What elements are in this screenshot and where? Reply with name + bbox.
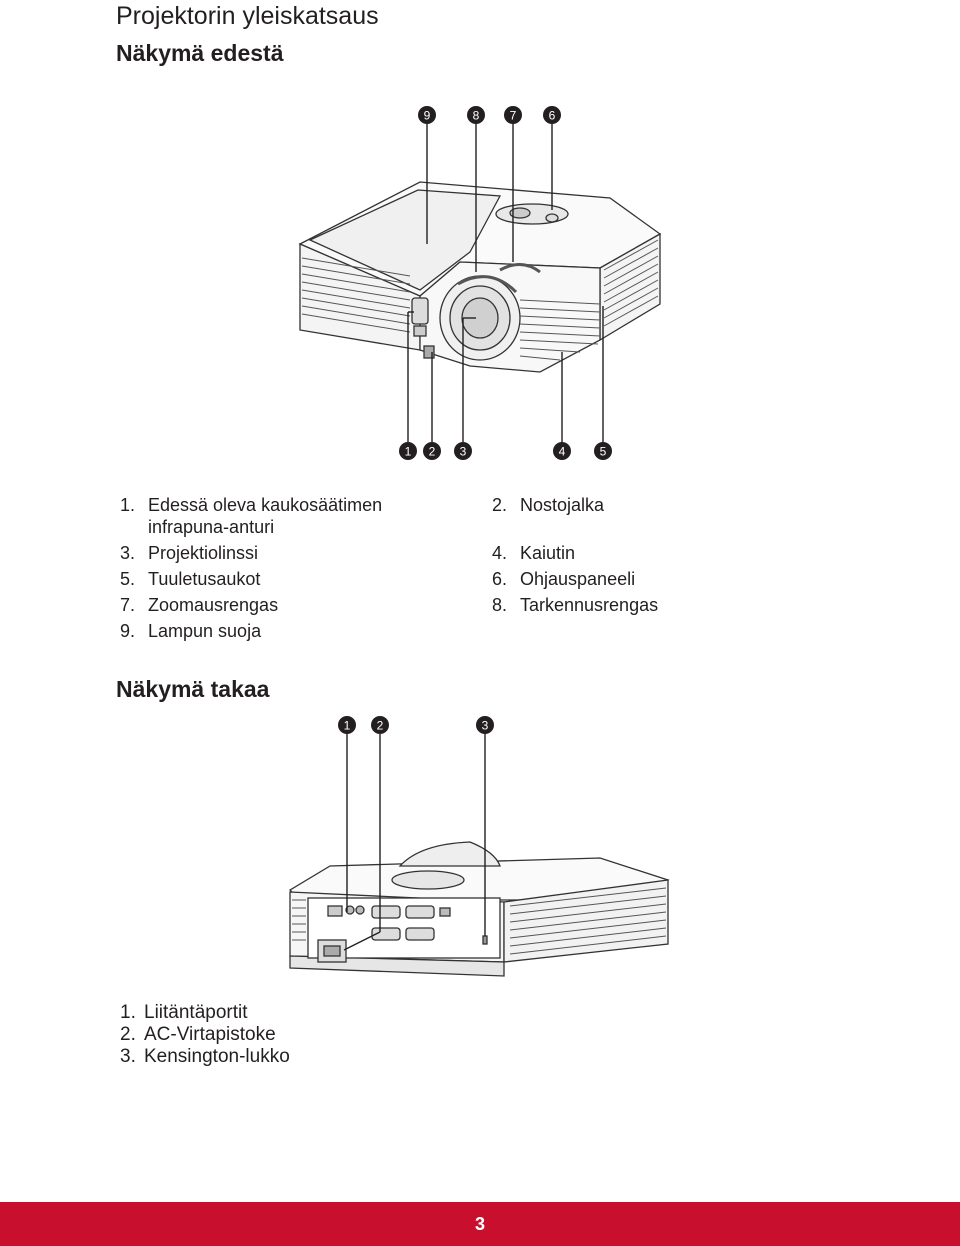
list-item: 3.Projektiolinssi: [120, 543, 259, 563]
callout-8: 8: [473, 109, 480, 123]
front-callouts-bottom: 1 2 3 4 5: [399, 442, 612, 460]
list-item: 1.Edessä oleva kaukosäätimen: [120, 495, 383, 515]
callout-5: 5: [600, 445, 607, 459]
front-legend-right: 2.Nostojalka 4.Kaiutin 6.Ohjauspaneeli 8…: [492, 494, 658, 616]
front-legend-left: 1.Edessä oleva kaukosäätimen infrapuna-a…: [120, 494, 382, 642]
page-footer: 3: [0, 1202, 960, 1246]
projector-rear-illustration: 1 2 3: [288, 716, 670, 977]
list-item: 8.Tarkennusrengas: [492, 595, 659, 615]
list-item: 6.Ohjauspaneeli: [492, 569, 636, 589]
page-number: 3: [474, 1213, 485, 1234]
callout-3: 3: [460, 445, 467, 459]
callout-2: 2: [429, 445, 436, 459]
front-callouts-top: 9 8 7 6: [418, 106, 561, 124]
callout-1: 1: [405, 445, 412, 459]
callout-6: 6: [549, 109, 556, 123]
front-view-heading: Näkymä edestä: [116, 40, 284, 66]
list-item: 2.Nostojalka: [492, 495, 605, 515]
rear-callout-2: 2: [377, 719, 384, 733]
list-item-continuation: infrapuna-anturi: [148, 517, 275, 537]
callout-4: 4: [559, 445, 566, 459]
list-item: 9.Lampun suoja: [120, 621, 262, 641]
projector-front-illustration: 9 8 7 6 1 2 3 4 5: [298, 106, 662, 460]
rear-view-heading: Näkymä takaa: [116, 676, 270, 702]
list-item: 2.AC-Virtapistoke: [120, 1024, 276, 1045]
page-title: Projektorin yleiskatsaus: [116, 2, 379, 30]
rear-legend: 1.Liitäntäportit 2.AC-Virtapistoke 3.Ken…: [120, 1002, 290, 1068]
callout-7: 7: [510, 109, 517, 123]
list-item: 4.Kaiutin: [492, 543, 576, 563]
callout-9: 9: [424, 109, 431, 123]
list-item: 3.Kensington-lukko: [120, 1046, 290, 1067]
rear-callouts: 1 2 3: [338, 716, 494, 734]
list-item: 1.Liitäntäportit: [120, 1002, 248, 1023]
list-item: 5.Tuuletusaukot: [120, 569, 261, 589]
rear-callout-1: 1: [344, 719, 351, 733]
list-item: 7.Zoomausrengas: [120, 595, 279, 615]
rear-callout-3: 3: [482, 719, 489, 733]
